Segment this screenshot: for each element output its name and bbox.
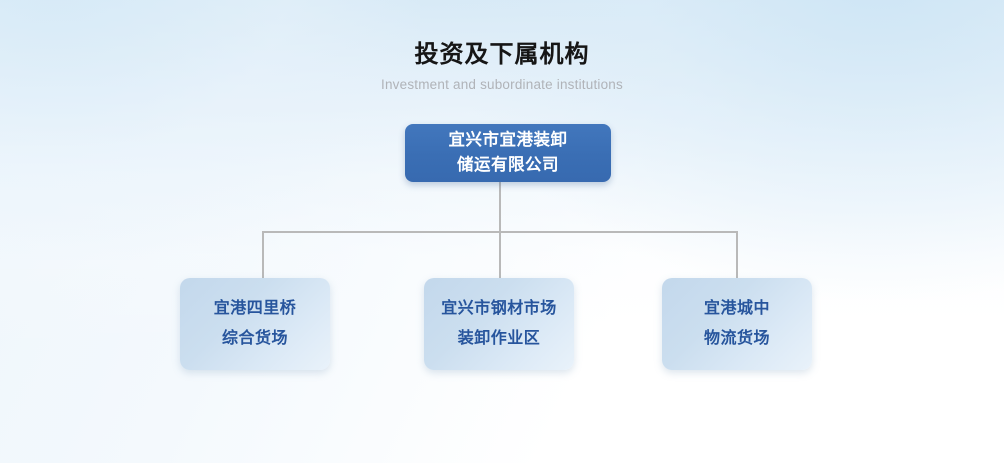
org-node-child-1-line-1: 宜兴市钢材市场 [441, 300, 557, 317]
org-node-child-1-line-2: 装卸作业区 [457, 330, 541, 347]
org-node-child-steel-market[interactable]: 宜兴市钢材市场 装卸作业区 [424, 278, 574, 370]
connector-root-stem [499, 182, 501, 233]
connector-drop-center [499, 231, 501, 279]
org-node-child-2-line-1: 宜港城中 [703, 300, 770, 317]
org-node-child-chengzhong-logistics[interactable]: 宜港城中 物流货场 [662, 278, 812, 370]
org-node-root-line-1: 宜兴市宜港装卸 [448, 131, 568, 149]
page-header: 投资及下属机构 Investment and subordinate insti… [0, 40, 1004, 94]
page-title: 投资及下属机构 [414, 41, 590, 68]
org-node-child-0-line-1: 宜港四里桥 [213, 300, 297, 317]
org-node-child-2-line-2: 物流货场 [703, 330, 770, 347]
org-node-root[interactable]: 宜兴市宜港装卸 储运有限公司 [405, 124, 611, 182]
connector-drop-left [262, 231, 264, 279]
org-node-child-0-line-2: 综合货场 [221, 330, 288, 347]
org-node-child-siliqiao[interactable]: 宜港四里桥 综合货场 [180, 278, 330, 370]
page-subtitle: Investment and subordinate institutions [381, 77, 623, 92]
connector-horizontal-bar [262, 231, 738, 233]
connector-drop-right [736, 231, 738, 279]
org-node-root-line-2: 储运有限公司 [457, 156, 559, 174]
